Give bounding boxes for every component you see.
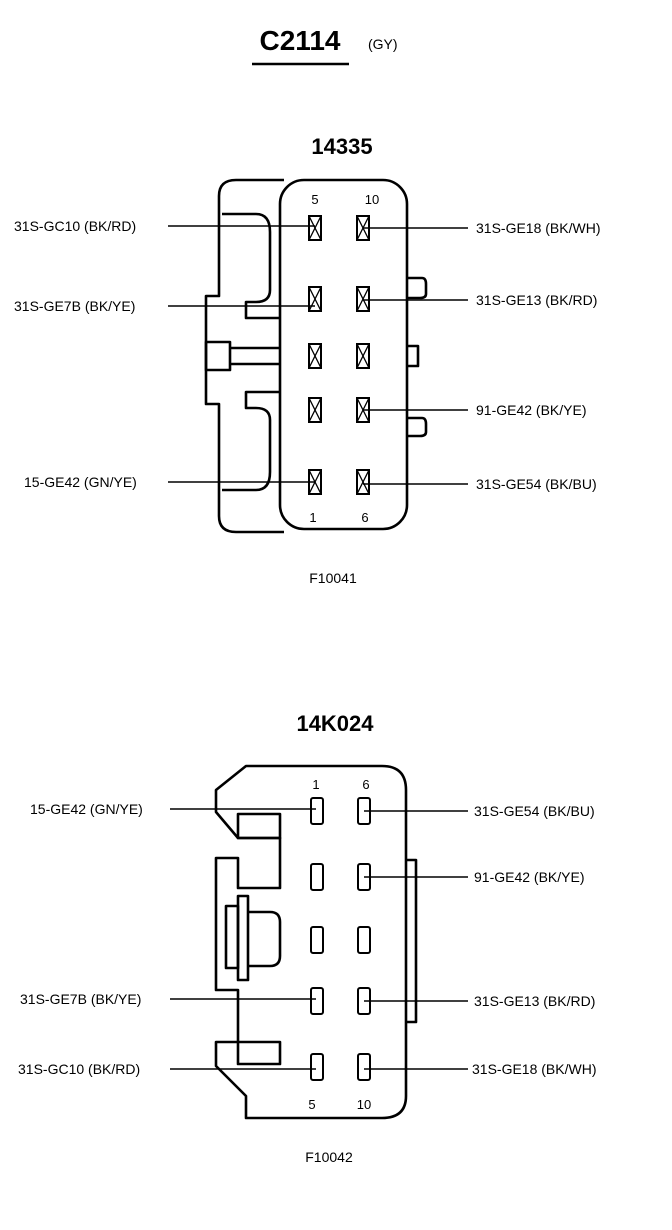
wire-label: 31S-GE7B (BK/YE) — [14, 298, 135, 314]
locking-latch — [204, 178, 284, 534]
pin-number-label: 6 — [361, 510, 368, 525]
housing-tab — [407, 344, 420, 368]
pin-number-label: 1 — [309, 510, 316, 525]
figure-id: F10041 — [309, 570, 357, 586]
terminal-pin-2 — [308, 397, 322, 423]
figure-id: F10042 — [305, 1149, 353, 1165]
part-number: 14335 — [311, 134, 372, 159]
latch-lower-arm — [222, 390, 280, 492]
connector-housing — [278, 178, 409, 531]
terminal-pin-8 — [357, 926, 371, 954]
wire-label: 31S-GE54 (BK/BU) — [474, 803, 595, 819]
wire-label: 31S-GE13 (BK/RD) — [476, 292, 597, 308]
connector-diagram-14335: 14335 5 10 1 6 — [14, 134, 600, 586]
terminal-pin-8 — [356, 343, 370, 369]
terminal-pin-3 — [310, 926, 324, 954]
part-number: 14K024 — [296, 711, 374, 736]
terminal-pin-4 — [310, 987, 324, 1015]
connector-diagram-14K024: 14K024 1 6 5 10 — [18, 711, 596, 1165]
wire-label: 91-GE42 (BK/YE) — [474, 869, 585, 885]
connector-housing — [214, 764, 408, 1120]
pin-number-label: 10 — [365, 192, 379, 207]
terminal-cavities — [308, 215, 370, 495]
wire-label: 91-GE42 (BK/YE) — [476, 402, 587, 418]
terminal-pin-4 — [308, 286, 322, 312]
latch-block — [236, 812, 282, 840]
latch-upper-arm — [222, 212, 280, 320]
wire-label: 31S-GC10 (BK/RD) — [18, 1061, 140, 1077]
pin-number-label: 5 — [308, 1097, 315, 1112]
wire-label: 31S-GE54 (BK/BU) — [476, 476, 597, 492]
wire-label: 31S-GE7B (BK/YE) — [20, 991, 141, 1007]
terminal-pin-9 — [356, 286, 370, 312]
wire-label: 31S-GC10 (BK/RD) — [14, 218, 136, 234]
housing-tab — [407, 416, 428, 438]
housing-rail — [406, 858, 418, 1024]
latch-button — [248, 910, 282, 968]
wire-label: 31S-GE13 (BK/RD) — [474, 993, 595, 1009]
terminal-pin-2 — [310, 863, 324, 891]
wire-label: 15-GE42 (GN/YE) — [24, 474, 137, 490]
pin-number-label: 6 — [362, 777, 369, 792]
wire-label: 31S-GE18 (BK/WH) — [472, 1061, 596, 1077]
connector-id: C2114 — [260, 25, 341, 56]
wire-label: 31S-GE18 (BK/WH) — [476, 220, 600, 236]
locking-latch — [236, 894, 250, 982]
housing-tab — [407, 276, 428, 300]
terminal-pin-1 — [310, 797, 324, 825]
terminal-pin-6 — [356, 469, 370, 495]
terminal-pin-10 — [357, 1053, 371, 1081]
terminal-cavities — [310, 797, 371, 1081]
terminal-pin-3 — [308, 343, 322, 369]
terminal-pin-5 — [308, 215, 322, 241]
terminal-pin-5 — [310, 1053, 324, 1081]
pin-number-label: 1 — [312, 777, 319, 792]
pin-number-label: 5 — [311, 192, 318, 207]
connector-color-code: (GY) — [368, 36, 398, 52]
latch-button — [204, 340, 232, 372]
wire-label: 15-GE42 (GN/YE) — [30, 801, 143, 817]
locking-latch — [224, 904, 240, 970]
pin-number-label: 10 — [357, 1097, 371, 1112]
latch-block — [236, 1040, 282, 1066]
